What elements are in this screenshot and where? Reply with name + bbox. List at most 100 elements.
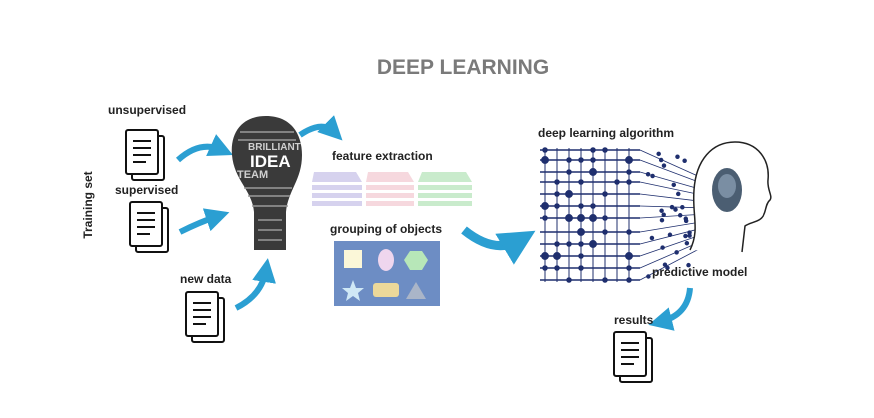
- arrow-icon: [178, 208, 230, 235]
- neural-network-grid: [540, 147, 701, 283]
- svg-text:TEAM: TEAM: [237, 169, 268, 181]
- network-circle: [665, 265, 670, 271]
- grouping-of-objects-label: grouping of objects: [330, 222, 442, 236]
- network-circle: [590, 157, 596, 163]
- network-circle: [565, 214, 573, 222]
- network-circle: [646, 274, 651, 279]
- network-line: [639, 181, 701, 195]
- human-head-icon: [689, 141, 772, 253]
- network-circle: [554, 241, 560, 247]
- network-circle: [687, 233, 692, 238]
- network-circle: [645, 171, 651, 177]
- network-circle: [602, 147, 608, 153]
- diagram-title: DEEP LEARNING: [377, 56, 549, 79]
- network-circle: [566, 169, 572, 175]
- network-circle: [614, 179, 620, 185]
- arrow-icon: [298, 115, 343, 141]
- feature-stack-purple: [312, 172, 362, 206]
- network-circle: [589, 168, 597, 176]
- network-circle: [671, 182, 677, 188]
- star-shape: [342, 280, 364, 301]
- network-circle: [675, 191, 681, 197]
- network-circle: [649, 235, 655, 241]
- arrow-icon: [234, 258, 276, 311]
- network-circle: [590, 147, 596, 153]
- flow-arrows: [175, 115, 693, 331]
- network-circle: [683, 218, 689, 224]
- network-circle: [625, 156, 633, 164]
- network-circle: [541, 156, 549, 164]
- new-data-document-icon: [185, 291, 225, 343]
- rounded-rectangle-shape: [373, 283, 399, 297]
- network-circle: [589, 240, 597, 248]
- network-circle: [626, 277, 632, 283]
- network-circle: [659, 208, 664, 213]
- network-circle: [566, 277, 572, 283]
- network-circle: [602, 229, 608, 235]
- network-line: [639, 234, 701, 257]
- feature-stacks: [312, 172, 472, 206]
- results-label: results: [614, 313, 654, 327]
- network-circle: [602, 191, 608, 197]
- arrow-icon: [648, 287, 693, 331]
- svg-text:IDEA: IDEA: [250, 152, 291, 171]
- network-circle: [662, 262, 668, 267]
- network-circle: [577, 228, 585, 236]
- network-line: [639, 214, 701, 219]
- network-circle: [682, 158, 687, 164]
- network-circle: [667, 232, 673, 238]
- network-circle: [675, 154, 680, 159]
- network-circle: [669, 204, 675, 210]
- square-shape: [344, 250, 362, 268]
- network-circle: [626, 169, 632, 175]
- predictive-model-label: predictive model: [652, 265, 747, 279]
- network-circle: [578, 253, 584, 259]
- network-circle: [626, 179, 632, 185]
- network-circle: [658, 157, 664, 163]
- supervised-label: supervised: [115, 183, 178, 197]
- network-circle: [625, 252, 633, 260]
- network-circle: [680, 204, 685, 210]
- network-circle: [684, 240, 690, 246]
- unsupervised-document-icon: [125, 129, 165, 181]
- network-line: [639, 193, 701, 202]
- network-circle: [554, 191, 560, 197]
- deep-learning-algorithm-label: deep learning algorithm: [538, 126, 674, 140]
- unsupervised-label: unsupervised: [108, 103, 186, 117]
- network-circle: [578, 179, 584, 185]
- feature-stack-pink: [366, 172, 414, 206]
- network-circle: [674, 250, 679, 255]
- network-circle: [553, 252, 561, 260]
- network-circle: [541, 202, 549, 210]
- network-circle: [602, 215, 608, 221]
- network-circle: [566, 157, 572, 163]
- network-circle: [554, 265, 560, 271]
- svg-text:BRILLIANT: BRILLIANT: [248, 142, 301, 153]
- network-circle: [661, 163, 667, 168]
- network-circle: [541, 252, 549, 260]
- network-circle: [554, 179, 560, 185]
- network-circle: [542, 147, 548, 153]
- network-circle: [661, 212, 666, 217]
- results-document-icon: [613, 331, 653, 383]
- feature-stack-green: [418, 172, 472, 206]
- network-circle: [578, 265, 584, 271]
- network-circle: [589, 214, 597, 222]
- network-circle: [542, 265, 548, 271]
- training-set-label: Training set: [81, 171, 95, 238]
- network-circle: [659, 217, 665, 223]
- arrow-icon: [461, 226, 536, 265]
- network-circle: [626, 229, 632, 235]
- network-circle: [660, 245, 665, 250]
- oval-shape: [378, 249, 394, 271]
- grouped-objects-box: [334, 241, 440, 306]
- network-circle: [578, 203, 584, 209]
- feature-extraction-label: feature extraction: [332, 149, 433, 163]
- network-circle: [565, 190, 573, 198]
- network-circle: [590, 203, 596, 209]
- supervised-document-icon: [129, 201, 169, 253]
- network-circle: [686, 262, 691, 268]
- network-circle: [673, 207, 678, 212]
- network-circle: [602, 277, 608, 283]
- network-line: [639, 149, 701, 178]
